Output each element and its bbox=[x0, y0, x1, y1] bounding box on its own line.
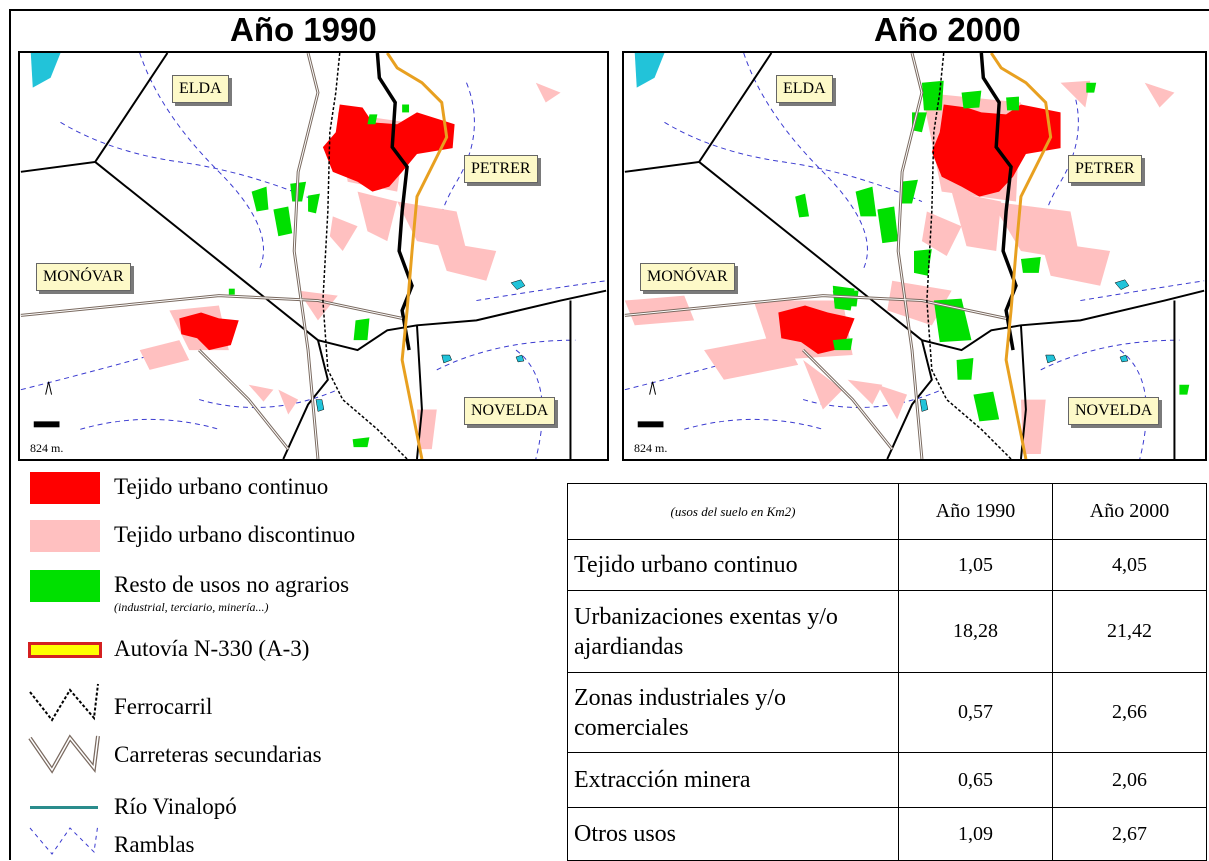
value-1990: 0,65 bbox=[898, 752, 1053, 808]
label-elda: ELDA bbox=[776, 75, 833, 103]
table-row: Tejido urbano continuo 1,05 4,05 bbox=[567, 539, 1207, 591]
scale-label: 824 m. bbox=[30, 441, 64, 455]
map-1990: ELDA PETRER MONÓVAR NOVELDA 824 m. bbox=[18, 51, 609, 461]
table-row: Extracción minera 0,65 2,06 bbox=[567, 752, 1207, 808]
carreteras-inner bbox=[20, 53, 403, 459]
figure-frame bbox=[9, 9, 1209, 860]
urbano-continuo-elda bbox=[931, 104, 1061, 197]
land-use-table: (usos del suelo en Km2) Año 1990 Año 200… bbox=[567, 483, 1207, 861]
value-1990: 0,57 bbox=[898, 672, 1053, 753]
municipal-boundaries bbox=[20, 53, 607, 459]
value-2000: 21,42 bbox=[1052, 590, 1207, 673]
swatch-urbano-discontinuo bbox=[30, 520, 100, 552]
carreteras-icon bbox=[28, 734, 100, 774]
legend-label: Río Vinalopó bbox=[114, 794, 237, 819]
ferrocarril-line bbox=[926, 53, 1012, 459]
map-title-1990: Año 1990 bbox=[230, 11, 377, 48]
label-monovar: MONÓVAR bbox=[36, 263, 131, 291]
row-label: Extracción minera bbox=[567, 752, 899, 808]
water-body bbox=[30, 53, 61, 88]
carreteras-inner bbox=[624, 53, 1007, 459]
row-label: Tejido urbano continuo bbox=[567, 539, 899, 591]
column-header-1990: Año 1990 bbox=[898, 483, 1053, 540]
table-row: Zonas industriales y/o comerciales 0,57 … bbox=[567, 672, 1207, 753]
map-2000: ELDA PETRER MONÓVAR NOVELDA 824 m. bbox=[622, 51, 1207, 461]
label-petrer: PETRER bbox=[464, 155, 538, 183]
row-label: Otros usos bbox=[567, 807, 899, 861]
column-header-2000: Año 2000 bbox=[1052, 483, 1207, 540]
label-monovar: MONÓVAR bbox=[640, 263, 735, 291]
municipal-boundaries bbox=[624, 53, 1205, 459]
value-2000: 2,67 bbox=[1052, 807, 1207, 861]
ferrocarril-line bbox=[322, 53, 408, 459]
row-label: Urbanizaciones exentas y/o ajardiandas bbox=[567, 590, 899, 673]
table-header-row: (usos del suelo en Km2) Año 1990 Año 200… bbox=[567, 483, 1207, 540]
ramblas-icon bbox=[29, 823, 99, 855]
legend-label: Tejido urbano continuo bbox=[114, 474, 329, 499]
value-1990: 18,28 bbox=[898, 590, 1053, 673]
label-novelda: NOVELDA bbox=[464, 397, 556, 425]
swatch-resto-usos bbox=[30, 570, 100, 602]
urbano-continuo-monovar bbox=[179, 312, 239, 351]
table-row: Otros usos 1,09 2,67 bbox=[567, 807, 1207, 861]
swatch-urbano-continuo bbox=[30, 472, 100, 504]
value-2000: 2,66 bbox=[1052, 672, 1207, 753]
legend-label: Carreteras secundarias bbox=[114, 742, 322, 767]
legend-sublabel: (industrial, terciario, minería...) bbox=[114, 600, 269, 614]
legend-label: Ferrocarril bbox=[114, 694, 213, 719]
legend-label: Autovía N-330 (A-3) bbox=[114, 636, 310, 661]
value-2000: 2,06 bbox=[1052, 752, 1207, 808]
label-elda: ELDA bbox=[172, 75, 229, 103]
rio-icon bbox=[30, 806, 98, 809]
legend-label: Resto de usos no agrarios bbox=[114, 572, 350, 597]
urbano-continuo-elda bbox=[322, 104, 455, 192]
ramblas-lines bbox=[20, 53, 607, 459]
value-1990: 1,09 bbox=[898, 807, 1053, 861]
table-caption: (usos del suelo en Km2) bbox=[567, 483, 899, 540]
table-row: Urbanizaciones exentas y/o ajardiandas 1… bbox=[567, 590, 1207, 673]
legend-label: Tejido urbano discontinuo bbox=[114, 522, 356, 547]
map-title-2000: Año 2000 bbox=[874, 11, 1021, 48]
value-1990: 1,05 bbox=[898, 539, 1053, 591]
map-1990-canvas bbox=[20, 53, 607, 459]
autovia-line bbox=[386, 53, 449, 459]
value-2000: 4,05 bbox=[1052, 539, 1207, 591]
autovia-line bbox=[990, 53, 1053, 459]
ferrocarril-icon bbox=[29, 683, 99, 722]
scale-label: 824 m. bbox=[634, 441, 668, 455]
label-petrer: PETRER bbox=[1068, 155, 1142, 183]
map-2000-canvas bbox=[624, 53, 1205, 459]
autovia-icon bbox=[28, 642, 102, 658]
row-label: Zonas industriales y/o comerciales bbox=[567, 672, 899, 753]
label-novelda: NOVELDA bbox=[1068, 397, 1160, 425]
resto-usos-areas bbox=[228, 104, 410, 448]
legend-label: Ramblas bbox=[114, 832, 195, 857]
